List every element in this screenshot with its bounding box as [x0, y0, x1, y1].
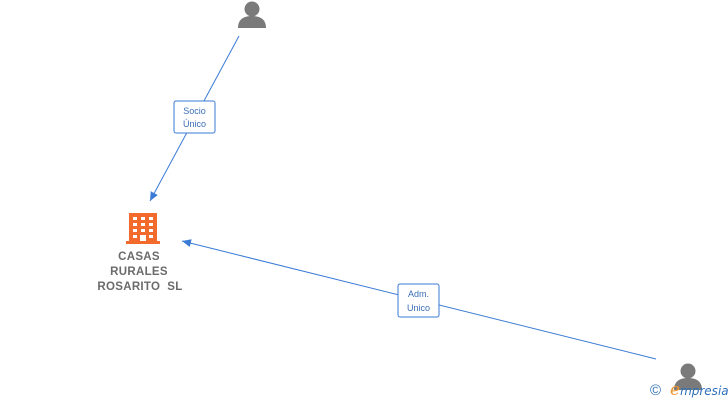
person-icon — [674, 363, 702, 390]
brand-logo-text: empresia — [670, 380, 728, 400]
empresia-watermark: © empresia — [650, 380, 728, 400]
brand-letter-e: e — [670, 380, 680, 400]
edge-label-box — [173, 100, 216, 134]
company-name-line1: CASAS — [118, 251, 160, 263]
company-name-line3: ROSARITO SL — [97, 281, 182, 293]
person-icon — [238, 1, 266, 28]
edge-socio-unico[interactable]: Socio Único — [149, 35, 240, 202]
edge-label-line1: Socio — [183, 106, 206, 116]
building-icon — [126, 213, 160, 244]
company-name-line2: RURALES — [110, 266, 168, 278]
edge-label-box — [397, 283, 440, 318]
brand-name-rest: mpresia — [680, 384, 728, 398]
edge-label-line2: Único — [183, 119, 206, 129]
edge-label-line1: Adm. — [408, 289, 429, 299]
edge-label-adm-unico[interactable]: Adm. Unico — [397, 283, 440, 318]
edge-label-line2: Unico — [407, 303, 430, 313]
edge-label-socio-unico[interactable]: Socio Único — [173, 100, 216, 134]
company-node[interactable]: CASAS RURALES ROSARITO SL — [97, 213, 182, 293]
person-node-bottom[interactable] — [674, 363, 702, 391]
edge-adm-unico[interactable]: Adm. Unico — [181, 239, 657, 360]
copyright-symbol: © — [650, 382, 661, 399]
person-node-top[interactable] — [238, 1, 266, 29]
